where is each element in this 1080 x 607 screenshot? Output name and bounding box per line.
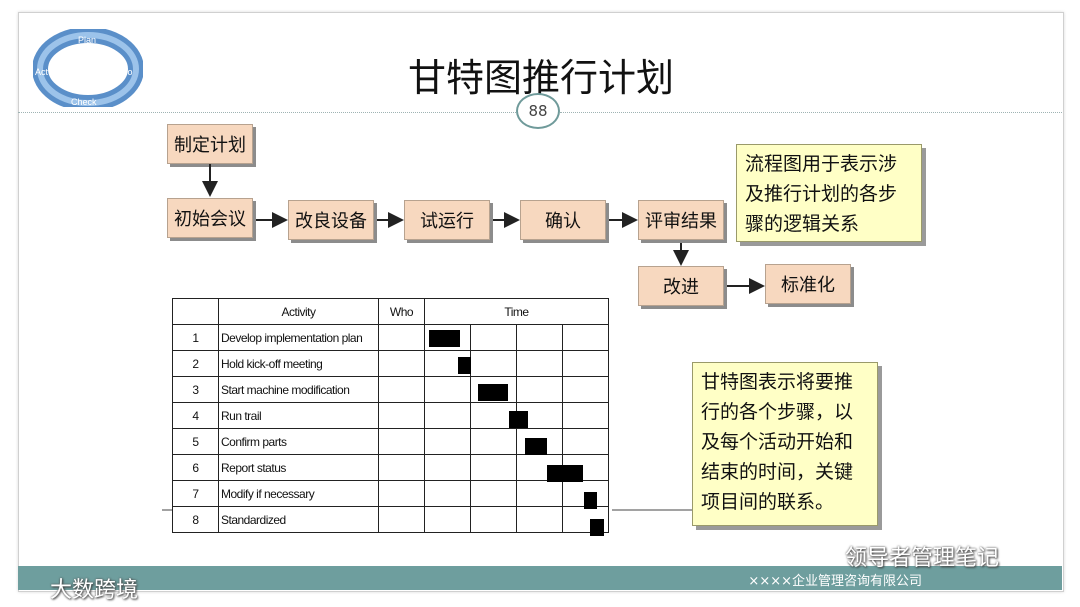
- row-num: 2: [172, 350, 219, 377]
- flow-box-confirm: 确认: [520, 200, 606, 240]
- row-time-cell: [424, 454, 471, 481]
- row-num: 6: [172, 454, 219, 481]
- gantt-bar: [478, 384, 508, 401]
- header-num: [172, 298, 219, 325]
- row-activity: Standardized: [218, 506, 379, 533]
- row-time-cell: [424, 402, 471, 429]
- row-num: 3: [172, 376, 219, 403]
- logo-check: Check: [71, 97, 97, 107]
- divider-right: [560, 112, 1062, 113]
- slide-title: 甘特图推行计划: [407, 56, 674, 100]
- row-time-cell: [562, 428, 609, 455]
- logo-act: Act: [35, 67, 49, 77]
- row-activity: Run trail: [218, 402, 379, 429]
- gantt-bar: [458, 357, 471, 374]
- row-num: 1: [172, 324, 219, 351]
- row-who: [378, 428, 425, 455]
- row-activity: Develop implementation plan: [218, 324, 379, 351]
- page-number: 88: [516, 93, 560, 129]
- header-time: Time: [424, 298, 609, 325]
- row-who: [378, 506, 425, 533]
- row-who: [378, 454, 425, 481]
- row-activity: Confirm parts: [218, 428, 379, 455]
- row-who: [378, 324, 425, 351]
- row-time-cell: [424, 428, 471, 455]
- footer-company: ××××企业管理咨询有限公司: [748, 574, 922, 589]
- gantt-bar: [428, 330, 460, 347]
- row-num: 7: [172, 480, 219, 507]
- pdca-logo: Plan Do Check Act: [33, 29, 143, 107]
- row-time-cell: [424, 480, 471, 507]
- row-time-cell: [516, 376, 563, 403]
- row-time-cell: [424, 376, 471, 403]
- row-time-cell: [470, 480, 517, 507]
- note-flowchart: 流程图用于表示涉及推行计划的各步骤的逻辑关系: [736, 144, 922, 242]
- row-time-cell: [562, 324, 609, 351]
- row-time-cell: [516, 324, 563, 351]
- row-num: 8: [172, 506, 219, 533]
- row-activity: Modify if necessary: [218, 480, 379, 507]
- flow-box-improve2: 改进: [638, 266, 724, 306]
- row-who: [378, 402, 425, 429]
- watermark-right: 领导者管理笔记: [845, 546, 1000, 571]
- row-time-cell: [470, 350, 517, 377]
- row-time-cell: [470, 506, 517, 533]
- row-who: [378, 480, 425, 507]
- flow-box-review: 评审结果: [638, 200, 724, 240]
- watermark-left: 大数跨境: [50, 578, 139, 603]
- gantt-bar: [590, 519, 604, 536]
- row-time-cell: [424, 506, 471, 533]
- gantt-bar: [546, 465, 584, 482]
- gantt-bar: [584, 492, 598, 509]
- row-time-cell: [516, 480, 563, 507]
- row-time-cell: [516, 506, 563, 533]
- gantt-bar: [508, 411, 529, 428]
- row-time-cell: [562, 376, 609, 403]
- header-who: Who: [378, 298, 425, 325]
- flow-box-plan: 制定计划: [167, 124, 253, 164]
- row-who: [378, 376, 425, 403]
- note-gantt: 甘特图表示将要推行的各个步骤，以及每个活动开始和结束的时间，关键项目间的联系。: [692, 362, 878, 526]
- flow-box-improve: 改良设备: [288, 200, 374, 240]
- row-time-cell: [516, 350, 563, 377]
- row-time-cell: [470, 324, 517, 351]
- header-activity: Activity: [218, 298, 379, 325]
- flow-box-trial: 试运行: [404, 200, 490, 240]
- row-time-cell: [562, 402, 609, 429]
- divider-left: [18, 112, 516, 113]
- flow-box-standardize: 标准化: [765, 264, 851, 304]
- row-activity: Hold kick-off meeting: [218, 350, 379, 377]
- row-who: [378, 350, 425, 377]
- gantt-bar: [524, 438, 547, 455]
- row-num: 5: [172, 428, 219, 455]
- logo-do: Do: [121, 67, 133, 77]
- row-time-cell: [470, 428, 517, 455]
- row-time-cell: [562, 350, 609, 377]
- logo-plan: Plan: [78, 35, 96, 45]
- row-num: 4: [172, 402, 219, 429]
- gantt-header-row: Activity Who Time: [172, 298, 609, 325]
- row-activity: Start machine modification: [218, 376, 379, 403]
- row-activity: Report status: [218, 454, 379, 481]
- row-time-cell: [470, 454, 517, 481]
- footer-bar: ××××企业管理咨询有限公司: [18, 566, 1062, 590]
- flow-box-kickoff: 初始会议: [167, 198, 253, 238]
